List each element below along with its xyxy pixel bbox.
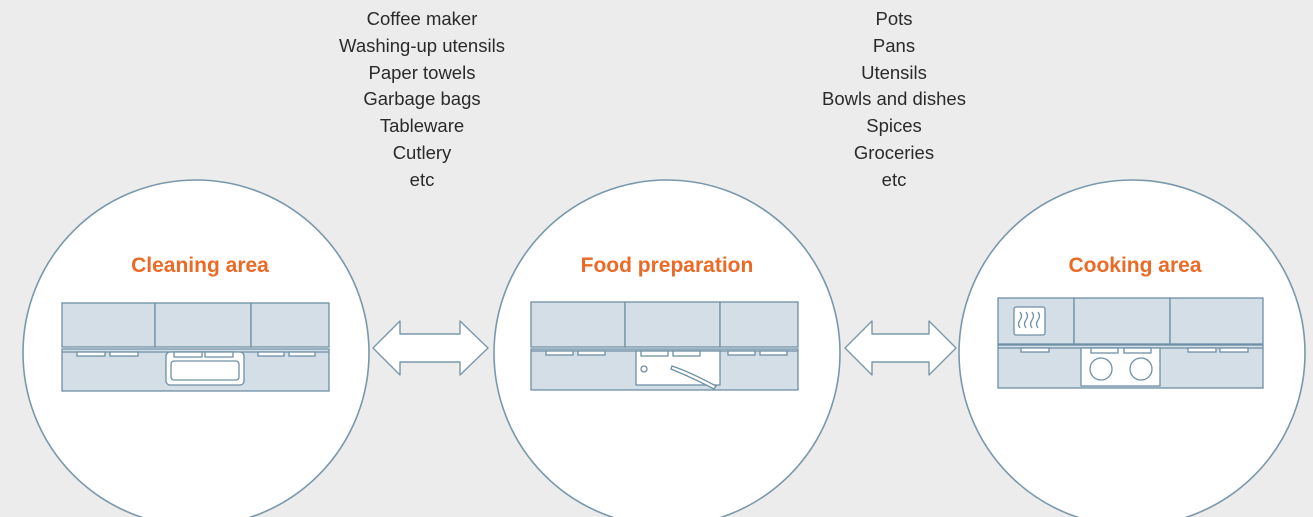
cooking-item: Utensils [861, 61, 927, 83]
cooking-zone: Cooking area [958, 179, 1306, 517]
cooking-item: Pots [875, 8, 913, 29]
cooking-zone-title: Cooking area [1068, 254, 1201, 277]
cleaning-item: Tableware [379, 115, 465, 137]
stove-icon [997, 297, 1264, 389]
cleaning-zone-title: Cleaning area [131, 254, 269, 277]
cooking-item: Groceries [853, 141, 935, 163]
preparation-zone: Food preparation [493, 179, 841, 517]
double-arrow-icon [372, 320, 489, 376]
cooking-item: Pans [872, 34, 916, 56]
cleaning-item: Washing-up utensils [339, 34, 505, 56]
cleaning-item: Paper towels [368, 61, 476, 83]
cooking-item: Bowls and dishes [822, 88, 966, 110]
cleaning-item: Cutlery [392, 141, 452, 163]
cleaning-item: Garbage bags [363, 88, 481, 110]
cooking-item: Spices [866, 115, 922, 137]
double-arrow-icon [844, 320, 957, 376]
cleaning-item: etc [409, 168, 435, 190]
preparation-zone-title: Food preparation [581, 254, 754, 277]
cooking-item: etc [881, 168, 907, 190]
cutting-board-knife-icon [530, 301, 799, 391]
sink-icon [61, 302, 330, 392]
cleaning-zone: Cleaning area [22, 179, 370, 517]
cleaning-item: Coffee maker [366, 8, 478, 29]
